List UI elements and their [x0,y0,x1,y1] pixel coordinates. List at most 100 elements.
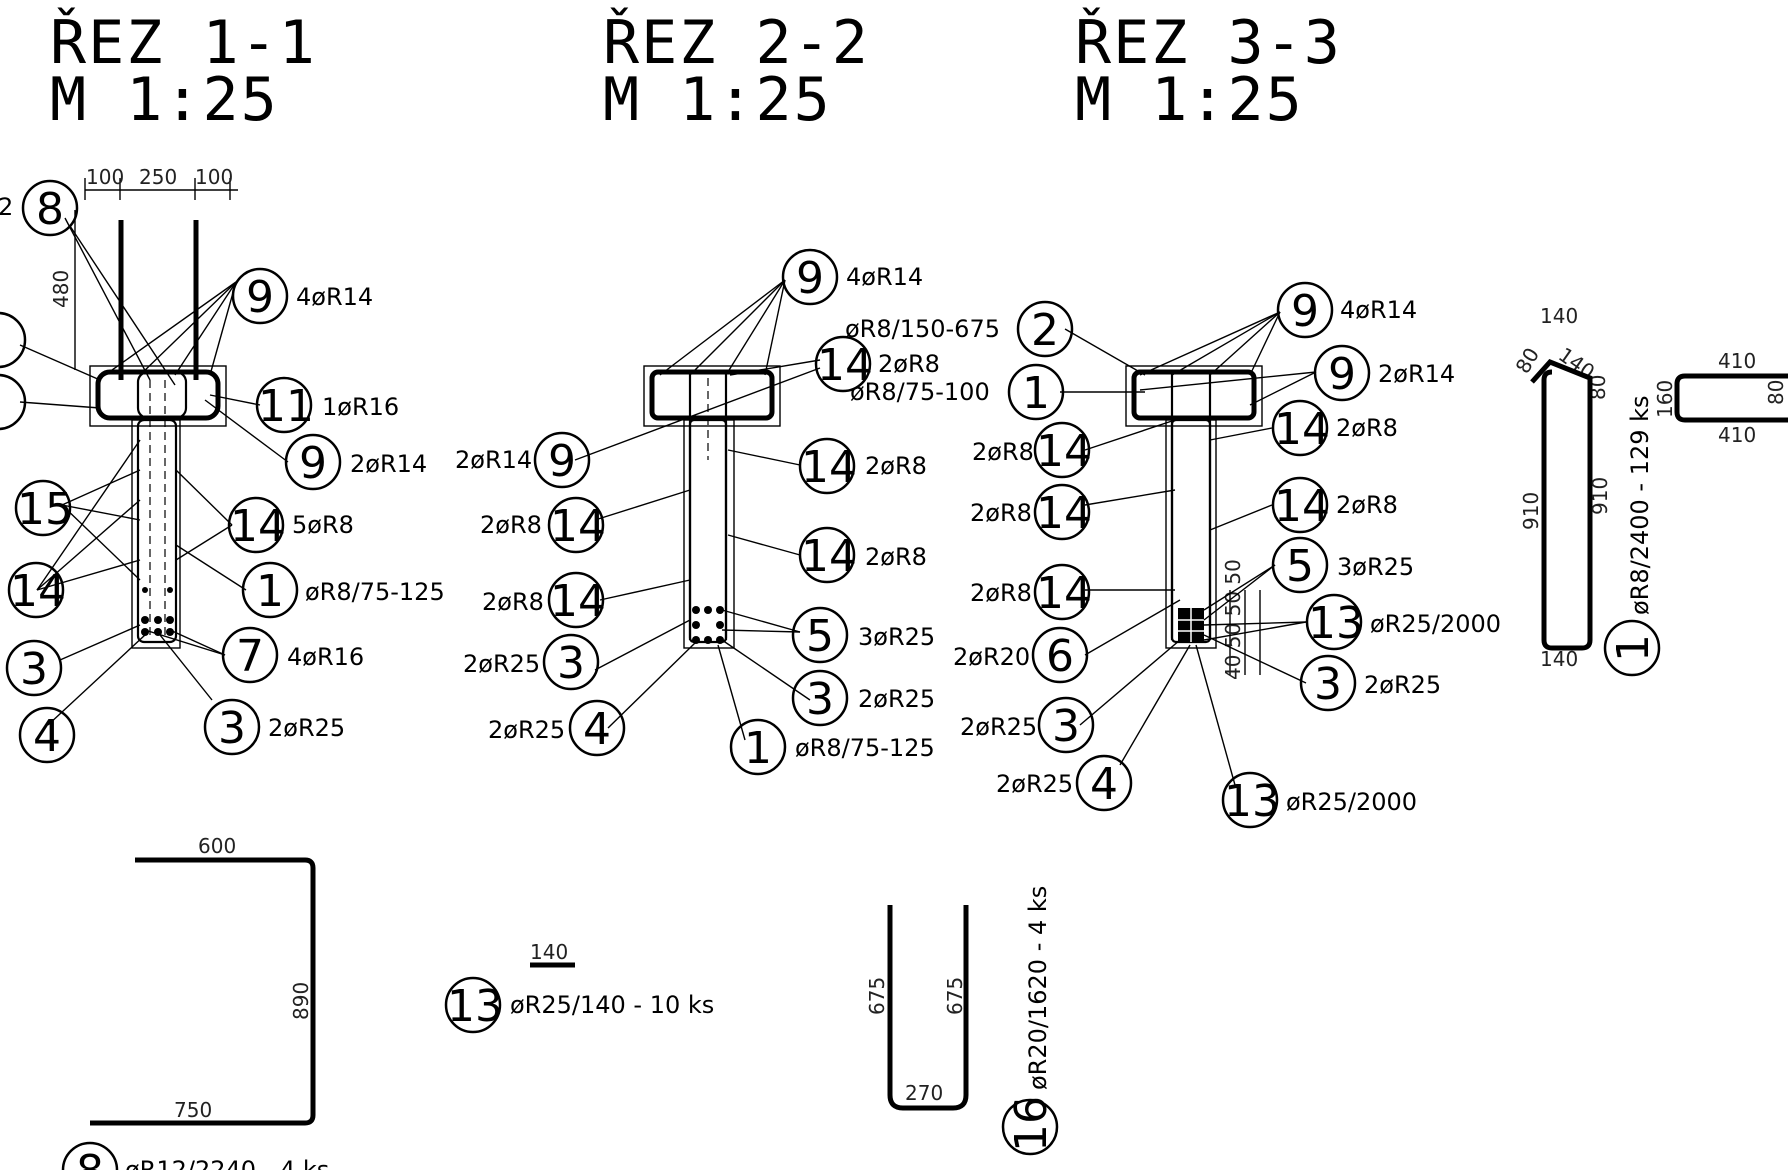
dim-250: 250 [139,165,177,189]
s2-label-1b: øR8/75-125 [795,734,935,762]
s2-label-4: 2øR25 [488,716,565,744]
st1-h1: 910 [1519,492,1543,530]
bar8-caption: øR12/2240 - 4 ks [125,1156,329,1170]
s1-label-11: 1øR16 [322,393,399,421]
s2-bubble-14l2: 14 [550,576,606,627]
bar8-side: 890 [289,982,313,1020]
s2-bubble-14a: 14 [817,340,873,391]
s2-label-3l: 2øR25 [463,650,540,678]
s3-label-6: 2øR20 [953,643,1030,671]
st2-right: 80 [1764,380,1788,405]
s2-label-14a: 2øR8 [878,350,940,378]
s3-label-14r2: 2øR8 [1336,491,1398,519]
s2-bubble-14r1: 14 [801,442,857,493]
s2-label-9: 4øR14 [846,263,923,291]
s1-bubble-4: 4 [33,711,61,762]
dim-100-b: 100 [195,165,233,189]
s1-label-9: 4øR14 [296,283,373,311]
bar13-caption: øR25/140 - 10 ks [510,991,714,1019]
s3-bubble-14l2: 14 [1036,488,1092,539]
s1-bubble-9: 9 [246,272,274,323]
s3-label-14l3: 2øR8 [970,579,1032,607]
s3-bubble-14l1: 14 [1036,426,1092,477]
section-1-title: ŘEZ 1-1 [50,6,317,78]
bar-13-detail: 140 13 øR25/140 - 10 ks [444,940,714,1034]
s3-label-13b: øR25/2000 [1286,788,1417,816]
bar8-bottom: 750 [174,1098,212,1122]
bar16-caption: øR20/1620 - 4 ks [1024,886,1052,1090]
s1-bubble-14b: 14 [10,566,66,617]
section-3-title: ŘEZ 3-3 [1075,6,1342,78]
s2-label-14l2: 2øR8 [482,588,544,616]
s3-bubble-14r2: 14 [1274,481,1330,532]
s1-bubble-9b: 9 [299,438,327,489]
s3-bubble-5: 5 [1286,541,1314,592]
st2-top: 410 [1718,349,1756,373]
s2-label-1a: øR8/75-100 [850,378,990,406]
bar13-bubble-13: 13 [447,981,503,1032]
s2-label-14r1: 2øR8 [865,452,927,480]
s3-bubble-14l3: 14 [1036,568,1092,619]
st2-left: 160 [1653,380,1677,418]
s3-bubble-3l: 3 [1052,701,1080,752]
s2-bubble-14l1: 14 [550,501,606,552]
s3-bubble-9: 9 [1291,286,1319,337]
st1-top: 140 [1540,304,1578,328]
bar16-left: 675 [865,977,889,1015]
s3-bubble-6: 6 [1046,631,1074,682]
s2-bubble-5: 5 [806,611,834,662]
st1-bubble-1: 1 [1608,634,1659,662]
s3-label-13: øR25/2000 [1370,610,1501,638]
bar16-bottom: 270 [905,1081,943,1105]
section-2-drawing: 9 4øR14 2 øR8/150-675 14 2øR8 1 øR8/75-1… [455,248,1074,776]
s3-label-14l2: 2øR8 [970,499,1032,527]
s3-label-14l1: 2øR8 [972,438,1034,466]
s2-bubble-1b: 1 [744,723,772,774]
s1-bubble-7: 7 [236,631,264,682]
s2-bubble-2: 2 [1031,305,1059,356]
section-1-drawing: 100 250 100 480 [0,165,445,764]
s2-bubble-14r2: 14 [801,531,857,582]
dim-100-a: 100 [86,165,124,189]
s2-bubble-3l: 3 [557,638,585,689]
stirrup-2-detail: 410 410 160 80 [1653,349,1788,447]
s3-bubble-13b: 13 [1224,776,1280,827]
s1-bubble-14: 14 [230,501,286,552]
bar8-top: 600 [198,834,236,858]
s1-bubble-15: 15 [17,484,73,535]
s2-label-3r: 2øR25 [858,685,935,713]
s1-bubble-3b: 3 [218,703,246,754]
s1-bubble-1: 1 [256,566,284,617]
s2-bubble-3r: 3 [806,674,834,725]
section-3-drawing: 40 50 50 50 9 4øR14 9 2øR14 14 2øR8 1 [953,281,1501,829]
s2-bubble-4: 4 [583,704,611,755]
s3-label-3r: 2øR25 [1364,671,1441,699]
section-1-scale: M 1:25 [50,65,279,135]
s1-cut-label: 2 [0,193,13,221]
bar8-bubble-8: 8 [76,1146,104,1170]
st1-h2: 910 [1588,477,1612,515]
section-2-title: ŘEZ 2-2 [603,6,870,78]
s3-bubble-9b: 9 [1328,349,1356,400]
s2-label-2: øR8/150-675 [845,315,1000,343]
dim-480: 480 [49,270,73,308]
st2-bottom: 410 [1718,423,1756,447]
st1-caption: øR8/2400 - 129 ks [1626,395,1654,615]
s3-label-14r1: 2øR8 [1336,414,1398,442]
s3-label-4: 2øR25 [996,770,1073,798]
s1-label-7: 4øR16 [287,643,364,671]
s3-label-3l: 2øR25 [960,713,1037,741]
s3-bubble-14r1: 14 [1274,404,1330,455]
s1-bubble-8: 8 [36,184,64,235]
s1-bubble-11: 11 [258,381,314,432]
section-2-scale: M 1:25 [603,65,832,135]
s1-label-1: øR8/75-125 [305,578,445,606]
s3-label-5: 3øR25 [1337,553,1414,581]
bar16-right: 675 [943,977,967,1015]
s3-bubble-4: 4 [1090,759,1118,810]
s1-bubble-3: 3 [20,644,48,695]
section-3-scale: M 1:25 [1075,65,1304,135]
s2-bubble-9: 9 [796,253,824,304]
s3-label-9b: 2øR14 [1378,360,1455,388]
